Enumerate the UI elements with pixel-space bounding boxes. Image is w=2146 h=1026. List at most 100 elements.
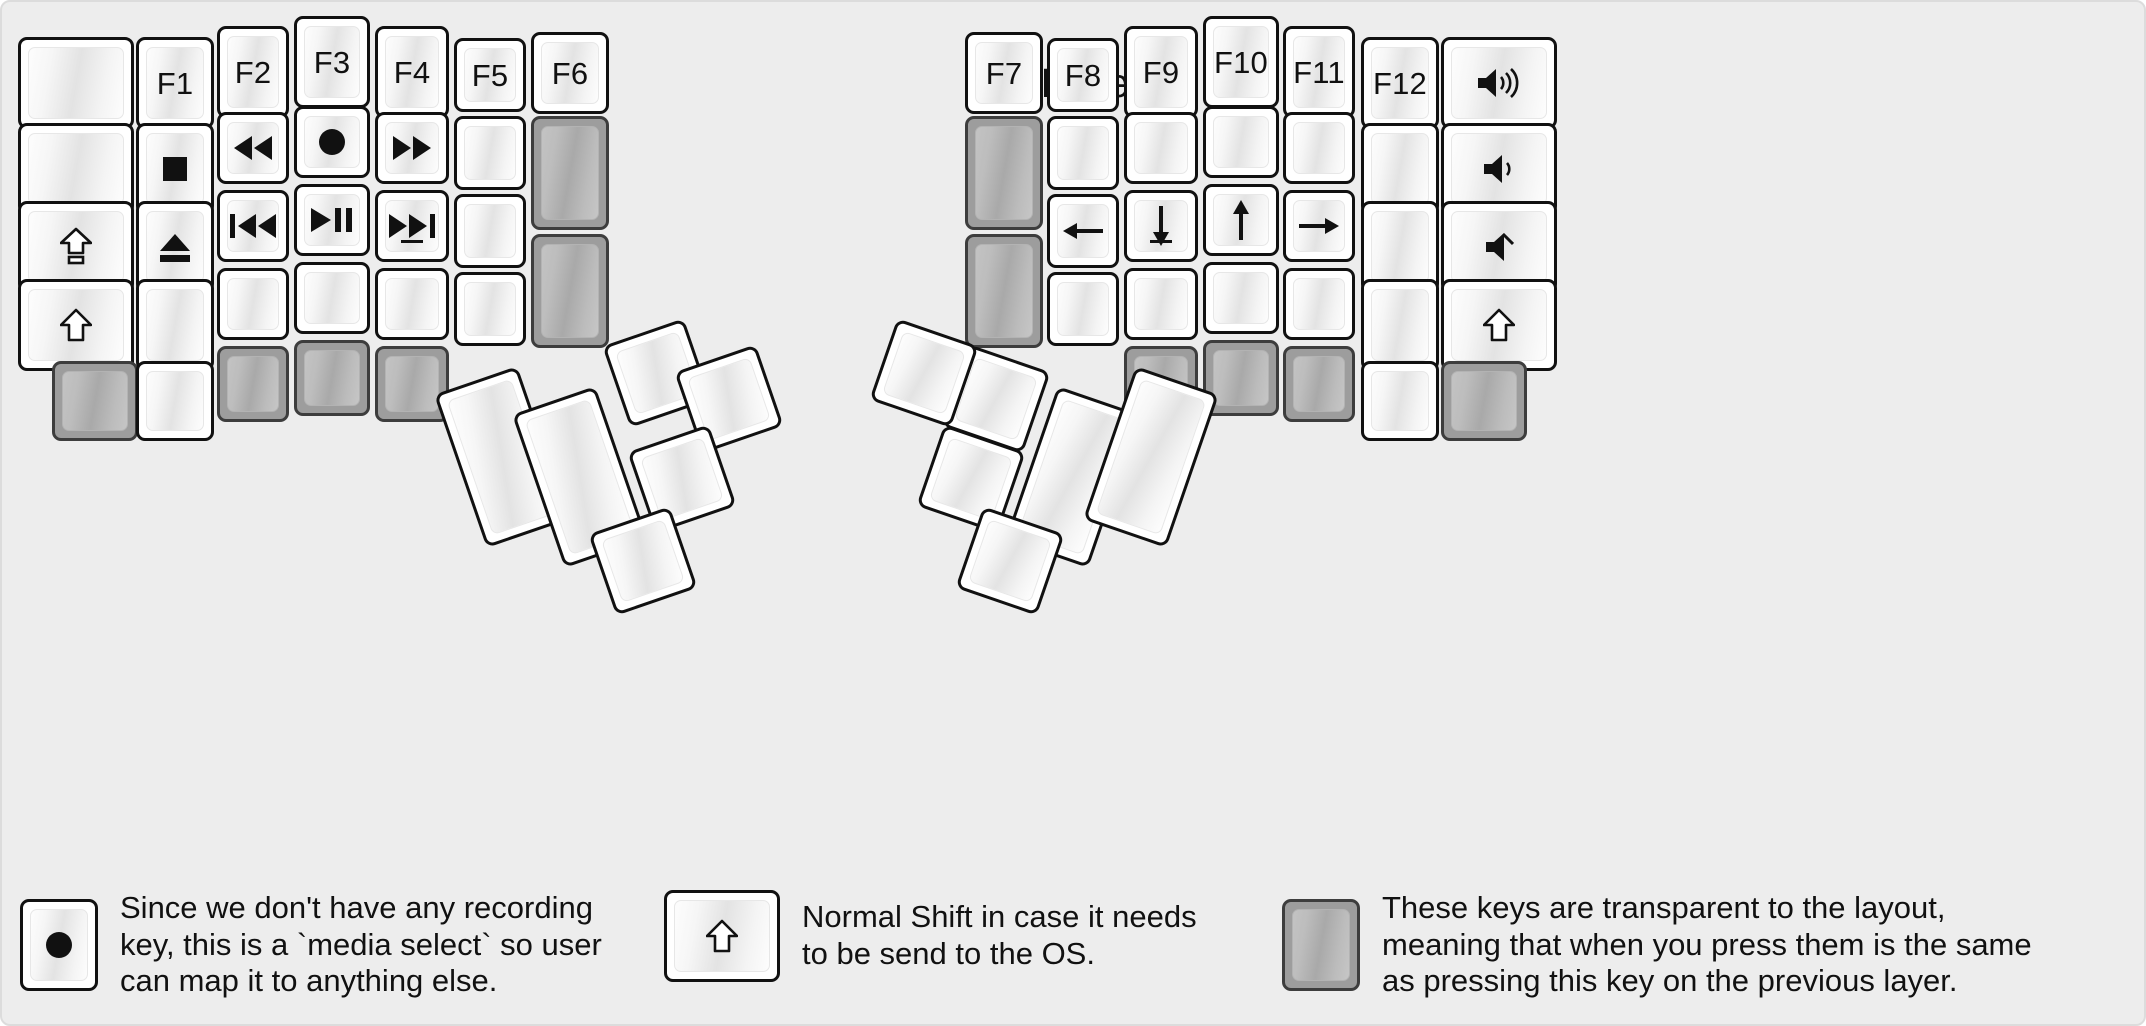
- blank-r1c1[interactable]: [18, 37, 134, 129]
- keycap-face: [541, 126, 599, 220]
- keycap-face: F10: [1213, 26, 1269, 98]
- blank-r2c11[interactable]: [1283, 112, 1355, 184]
- keycap-face: [28, 211, 124, 283]
- transparent-l-b5[interactable]: [375, 346, 449, 422]
- keycap-face: [1134, 278, 1188, 330]
- keycap-face: [1057, 204, 1109, 258]
- transparent-l-t2[interactable]: [531, 234, 609, 348]
- f2-key[interactable]: F2: [217, 26, 289, 118]
- volume-mute-key[interactable]: [1441, 201, 1557, 293]
- keycap-face: [1451, 47, 1547, 119]
- volume-up-key[interactable]: [1441, 37, 1557, 129]
- media-fastforward-key[interactable]: [375, 112, 449, 184]
- keycap-face: [28, 47, 124, 119]
- blank-r4c11[interactable]: [1283, 268, 1355, 340]
- blank-r2c12[interactable]: [1361, 123, 1439, 215]
- transparent-l-b1[interactable]: [52, 361, 138, 441]
- f1-key[interactable]: F1: [136, 37, 214, 129]
- right-shift-key[interactable]: [1441, 279, 1557, 371]
- eject-icon: [157, 230, 193, 264]
- transparent-l-b3[interactable]: [217, 346, 289, 422]
- blank-r2c10[interactable]: [1203, 106, 1279, 178]
- key-label: F12: [1372, 65, 1428, 101]
- keycap-face: [28, 289, 124, 361]
- keycap-face: [1371, 133, 1429, 205]
- media-prev-key[interactable]: [217, 190, 289, 262]
- blank-r-b4[interactable]: [1361, 361, 1439, 441]
- blank-r4c12[interactable]: [1361, 279, 1439, 371]
- keycap-face: [1213, 350, 1269, 406]
- key-label: F11: [1293, 54, 1345, 90]
- f9-key[interactable]: F9: [1124, 26, 1198, 118]
- blank-r4c5[interactable]: [375, 268, 449, 340]
- stop-icon: [159, 153, 191, 185]
- play-pause-icon: [309, 206, 355, 234]
- keycap-face: [304, 350, 360, 406]
- arrow-up-key[interactable]: [1203, 184, 1279, 256]
- f3-key[interactable]: F3: [294, 16, 370, 108]
- f11-key[interactable]: F11: [1283, 26, 1355, 118]
- blank-r4c6[interactable]: [454, 272, 526, 346]
- blank-r3c12[interactable]: [1361, 201, 1439, 293]
- f8-key[interactable]: F8: [1047, 38, 1119, 112]
- volume-up-icon: [1476, 66, 1522, 100]
- key-label: F8: [1064, 57, 1102, 93]
- keycap-face: [1293, 278, 1345, 330]
- rewind-icon: [231, 134, 275, 162]
- legend-normal-shift: Normal Shift in case it needs to be send…: [664, 890, 1197, 982]
- media-record-key[interactable]: [294, 106, 370, 178]
- blank-r2c1[interactable]: [18, 123, 134, 215]
- blank-r2c6[interactable]: [454, 116, 526, 190]
- keycap-face: F7: [975, 42, 1033, 104]
- media-playpause-key[interactable]: [294, 184, 370, 256]
- keycap-face: [1095, 378, 1207, 536]
- keycap-face: [1451, 371, 1517, 431]
- transparent-l-b4[interactable]: [294, 340, 370, 416]
- blank-r2c8[interactable]: [1047, 116, 1119, 190]
- legend-normal-shift-key-sample: [664, 890, 780, 982]
- thumb-r-big-2[interactable]: [1083, 366, 1219, 548]
- f6-key[interactable]: F6: [531, 32, 609, 114]
- transparent-r-b3[interactable]: [1283, 346, 1355, 422]
- blank-r4c2[interactable]: [136, 279, 214, 371]
- media-rewind-key[interactable]: [217, 112, 289, 184]
- f5-key[interactable]: F5: [454, 38, 526, 112]
- keycap-face: [304, 116, 360, 168]
- keycap-face: [385, 278, 439, 330]
- keycap-face: [674, 900, 770, 972]
- transparent-r-b2[interactable]: [1203, 340, 1279, 416]
- transparent-l-t1[interactable]: [531, 116, 609, 230]
- blank-r4c3[interactable]: [217, 268, 289, 340]
- keycap-face: [304, 194, 360, 246]
- media-stop-key[interactable]: [136, 123, 214, 215]
- caps-lock-key[interactable]: [18, 201, 134, 293]
- blank-r4c8[interactable]: [1047, 272, 1119, 346]
- keycap-face: [464, 126, 516, 180]
- arrow-left-key[interactable]: [1047, 194, 1119, 268]
- transparent-r-b5[interactable]: [1441, 361, 1527, 441]
- media-eject-key[interactable]: [136, 201, 214, 293]
- keycap-face: [385, 122, 439, 174]
- blank-r3c6[interactable]: [454, 194, 526, 268]
- blank-r4c4[interactable]: [294, 262, 370, 334]
- blank-r4c10[interactable]: [1203, 262, 1279, 334]
- volume-mute-icon: [1484, 230, 1514, 264]
- arrow-down-icon: [1148, 204, 1174, 248]
- f10-key[interactable]: F10: [1203, 16, 1279, 108]
- blank-r4c9[interactable]: [1124, 268, 1198, 340]
- keycap-face: F3: [304, 26, 360, 98]
- blank-r2c9[interactable]: [1124, 112, 1198, 184]
- arrow-right-key[interactable]: [1283, 190, 1355, 262]
- transparent-r-t2[interactable]: [965, 234, 1043, 348]
- f7-key[interactable]: F7: [965, 32, 1043, 114]
- arrow-down-key[interactable]: [1124, 190, 1198, 262]
- media-next-key[interactable]: [375, 190, 449, 262]
- f4-key[interactable]: F4: [375, 26, 449, 118]
- volume-down-key[interactable]: [1441, 123, 1557, 215]
- f12-key[interactable]: F12: [1361, 37, 1439, 129]
- transparent-r-t1[interactable]: [965, 116, 1043, 230]
- blank-l-b2[interactable]: [136, 361, 214, 441]
- legend-media-select-key-sample: [20, 898, 98, 991]
- left-shift-key[interactable]: [18, 279, 134, 371]
